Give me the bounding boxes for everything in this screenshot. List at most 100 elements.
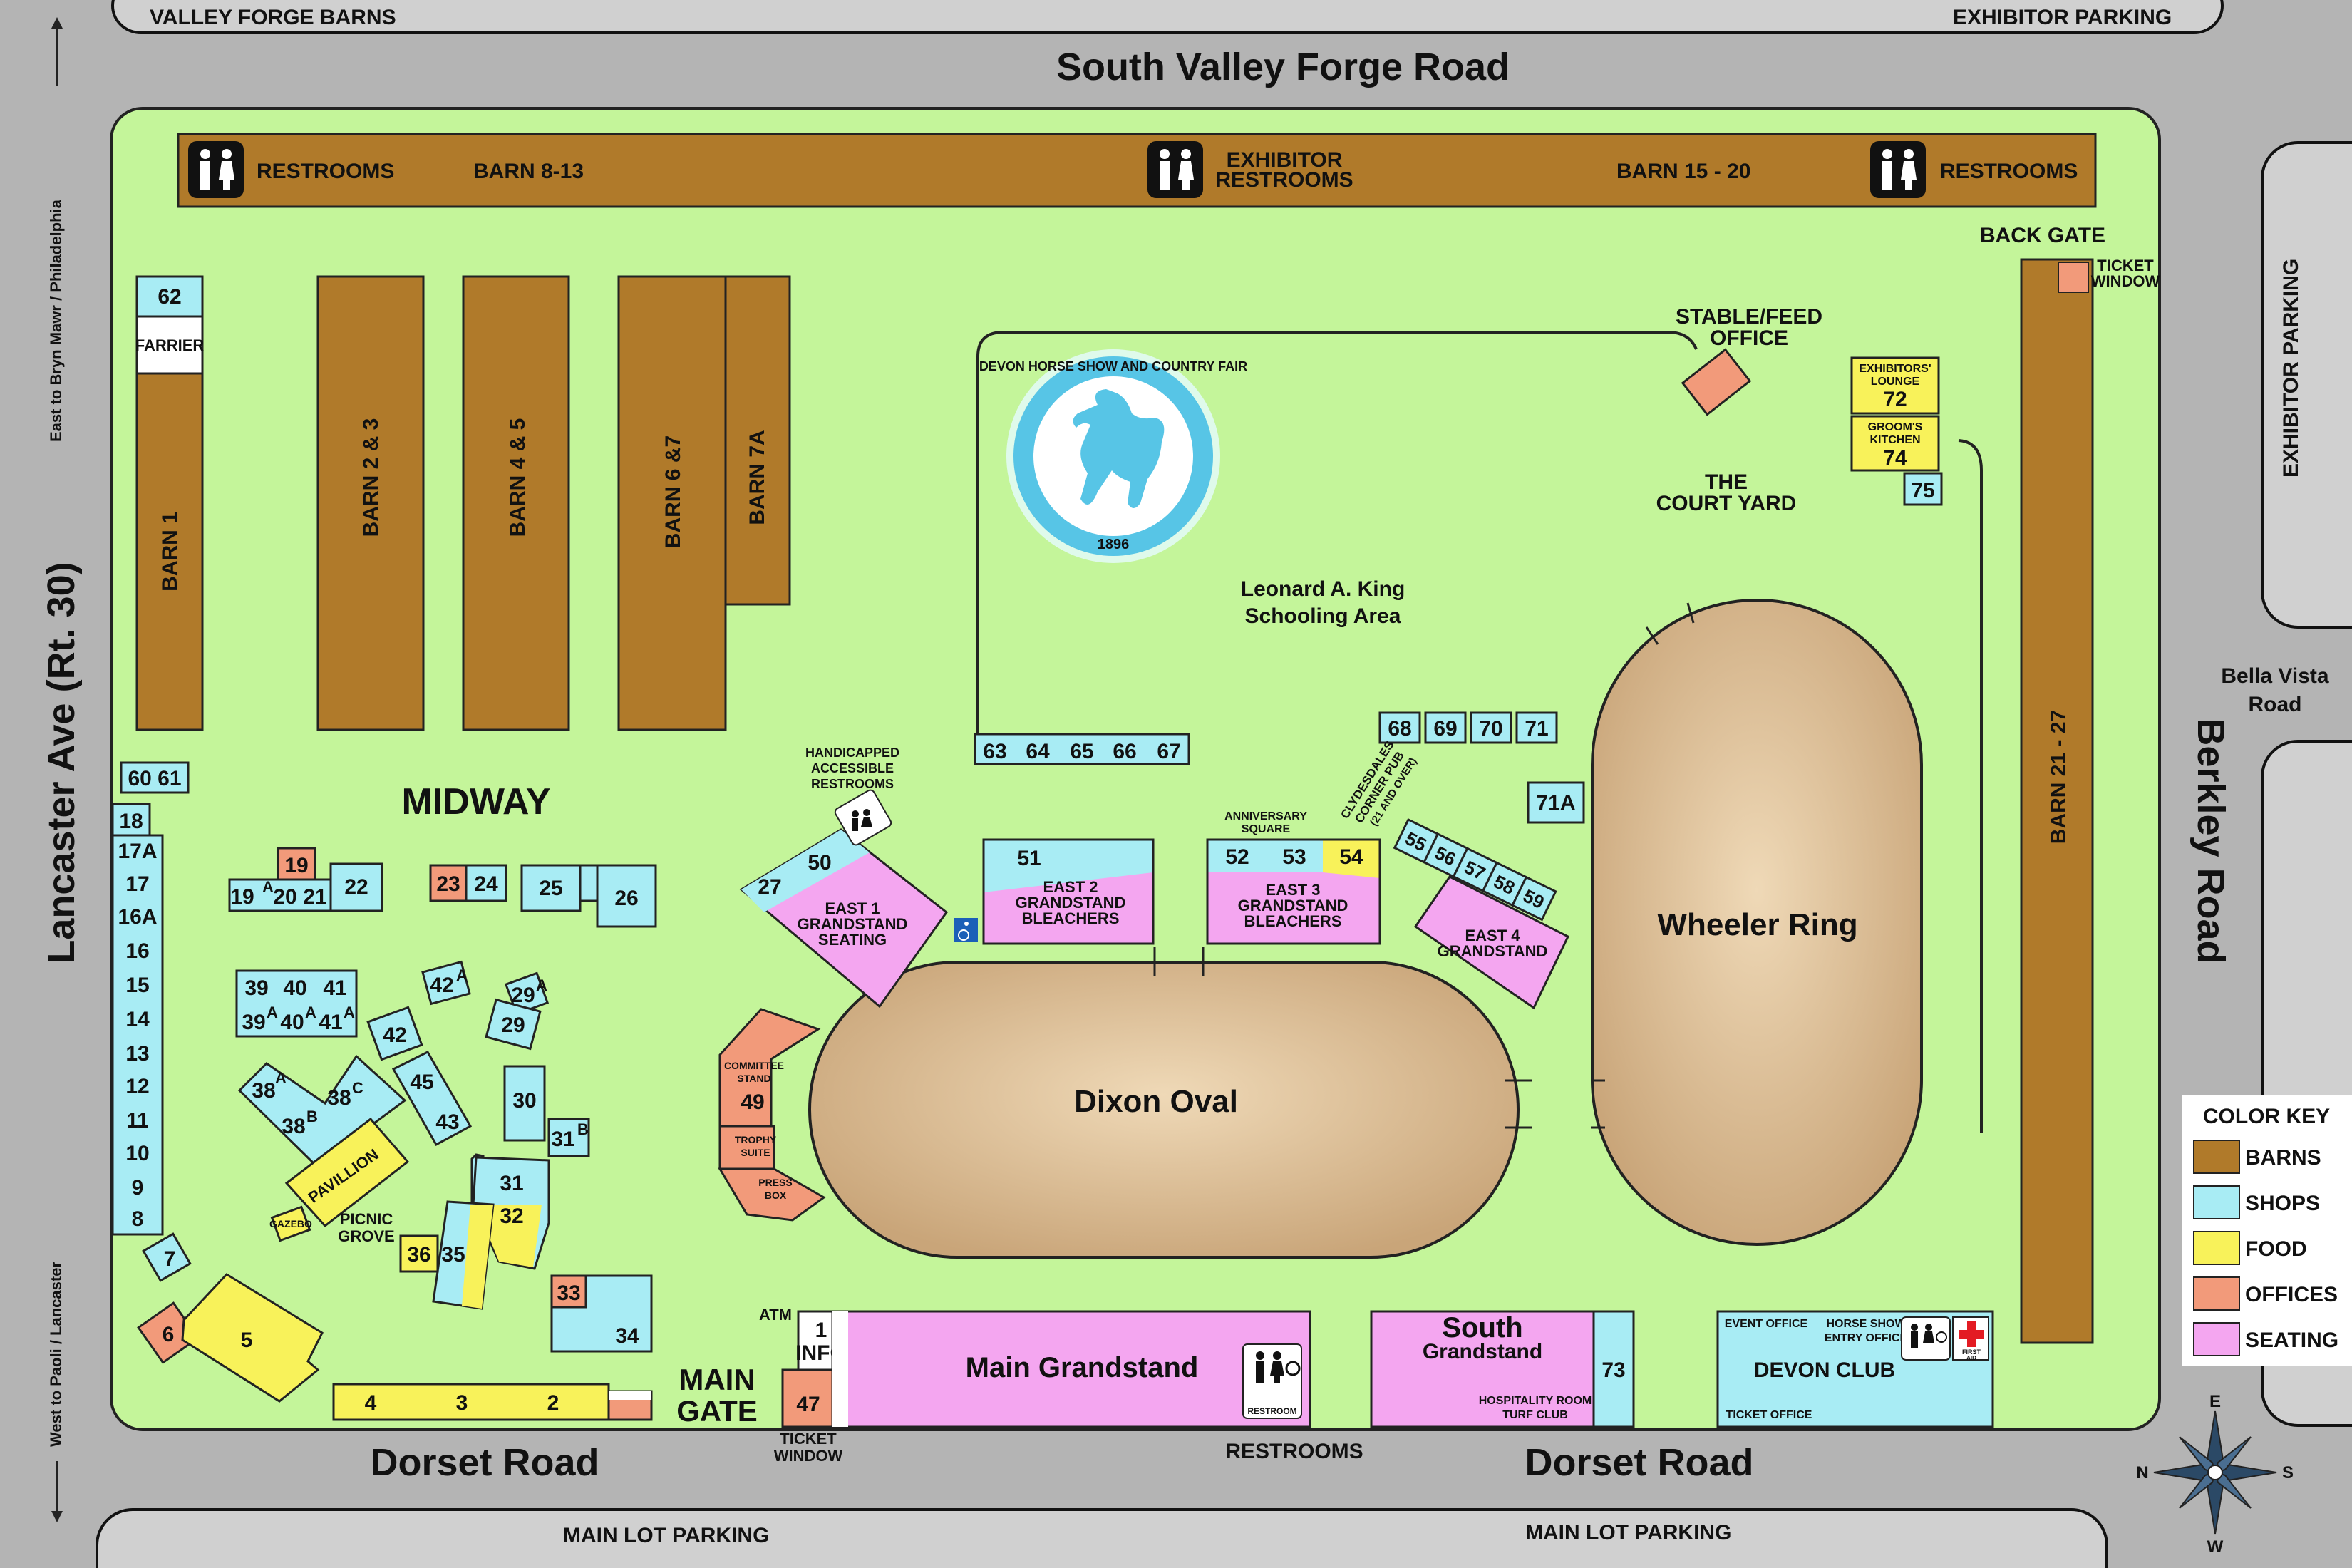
barn-7a[interactable]: [724, 275, 791, 606]
trophy-suite[interactable]: [718, 1125, 775, 1170]
dixon-oval-label: Dixon Oval: [1074, 1084, 1238, 1119]
barn-1[interactable]: [135, 372, 204, 731]
shop-42a[interactable]: [421, 960, 471, 1006]
ticket-window-back[interactable]: [2058, 262, 2089, 293]
office-23[interactable]: [429, 864, 468, 902]
shop-71[interactable]: [1515, 711, 1558, 744]
food-36[interactable]: [399, 1234, 439, 1273]
shop-62[interactable]: [135, 275, 204, 318]
shop-18[interactable]: [111, 803, 151, 837]
shop-40-label: 40: [283, 976, 306, 1000]
devon-horse-show-logo: DEVON HORSE SHOW AND COUNTRY FAIR 1896: [979, 349, 1247, 563]
shop-30[interactable]: [503, 1065, 546, 1142]
shop-14-label: 14: [125, 1008, 150, 1031]
shop-31b[interactable]: [547, 1118, 590, 1157]
shop-71a[interactable]: [1527, 781, 1585, 824]
restroom-icon-left[interactable]: [188, 141, 244, 198]
shop-19a-21[interactable]: [228, 878, 332, 912]
east-2-line1: EAST 2: [1043, 878, 1098, 896]
shop-27-label: 27: [758, 875, 781, 899]
main-grandstand-white: [832, 1311, 848, 1427]
shop-45[interactable]: [391, 1051, 473, 1147]
barn-2-3[interactable]: [316, 275, 425, 731]
shop-75[interactable]: [1903, 472, 1943, 506]
shop-42[interactable]: [366, 1006, 423, 1061]
shop-41a-sup: A: [344, 1004, 355, 1021]
parking-lot-bottom[interactable]: [96, 1508, 2108, 1568]
food-36-label: 36: [407, 1243, 430, 1267]
dixon-oval[interactable]: [808, 961, 1520, 1259]
shop-60-61[interactable]: [120, 761, 190, 794]
office-near-gate-top: [609, 1391, 651, 1400]
shop-68[interactable]: [1378, 711, 1421, 744]
barn-4-5[interactable]: [462, 275, 570, 731]
shop-43-label: 43: [435, 1110, 459, 1134]
exhibitors-lounge[interactable]: [1850, 356, 1940, 415]
shop-16-label: 16: [125, 939, 149, 963]
shop-68-label: 68: [1388, 717, 1411, 741]
food-32-label: 32: [500, 1205, 523, 1228]
shop-70[interactable]: [1470, 711, 1512, 744]
pavillion[interactable]: [284, 1117, 410, 1228]
shop-29[interactable]: [485, 998, 542, 1051]
stable-feed-office-line1: STABLE/FEED: [1676, 305, 1822, 329]
east-3-line2: GRANDSTAND: [1238, 897, 1348, 914]
hospitality-line1: HOSPITALITY ROOM: [1479, 1395, 1592, 1407]
food-54[interactable]: [1323, 840, 1380, 878]
restroom-icon-center[interactable]: [1147, 141, 1203, 198]
shop-26[interactable]: [596, 864, 657, 928]
east-4-grandstand[interactable]: [1413, 875, 1569, 1010]
grooms-kitchen[interactable]: [1850, 415, 1940, 472]
shops-63-67[interactable]: [974, 733, 1190, 765]
barn-21-27[interactable]: [2020, 258, 2094, 1344]
first-aid-icon[interactable]: FIRST AID: [1952, 1316, 1989, 1361]
barn-8-20-strip[interactable]: [177, 133, 2097, 208]
shop-69[interactable]: [1424, 711, 1467, 744]
shop-27-50: [741, 830, 870, 912]
handicapped-restroom-icon[interactable]: [834, 788, 893, 846]
shop-column[interactable]: [111, 834, 164, 1236]
press-box[interactable]: [718, 1167, 826, 1222]
shop-59[interactable]: [1511, 875, 1557, 922]
trophy-suite-line2: SUITE: [741, 1147, 770, 1158]
color-key-swatch-food: [2193, 1231, 2240, 1265]
south-grandstand[interactable]: [1370, 1310, 1595, 1428]
shop-25-label: 25: [539, 877, 562, 900]
grooms-kitchen-line1: GROOM'S: [1868, 421, 1923, 433]
shop-26-annex[interactable]: [579, 864, 599, 902]
color-key-title: COLOR KEY: [2203, 1105, 2330, 1128]
shop-17-label: 17: [125, 872, 149, 896]
horse-show-entry-line1: HORSE SHOW: [1826, 1318, 1906, 1330]
shop-7[interactable]: [142, 1232, 192, 1282]
restroom-icon-devon[interactable]: [1901, 1316, 1951, 1361]
gazebo[interactable]: [270, 1205, 311, 1242]
parking-lot-right-top[interactable]: [2261, 141, 2352, 629]
ticket-office-label: TICKET OFFICE: [1726, 1409, 1812, 1421]
shop-10-label: 10: [125, 1142, 149, 1165]
event-office-label: EVENT OFFICE: [1725, 1318, 1808, 1330]
stable-feed-office[interactable]: [1681, 348, 1752, 416]
barn-6-7-label: BARN 6 &7: [661, 435, 685, 548]
shop-24[interactable]: [465, 864, 507, 902]
barn-6-7[interactable]: [617, 275, 727, 731]
barn-1-label: BARN 1: [158, 512, 182, 592]
shop-22[interactable]: [329, 862, 383, 912]
restroom-icon-grandstand[interactable]: RESTROOM: [1242, 1343, 1302, 1419]
shop-41a-label: 41: [319, 1011, 342, 1034]
parking-lot-top[interactable]: [111, 0, 2224, 34]
shop-66-label: 66: [1113, 740, 1136, 763]
shop-73[interactable]: [1592, 1310, 1635, 1428]
wheeler-ring[interactable]: [1591, 599, 1923, 1246]
shop-39-41[interactable]: [235, 969, 358, 1038]
restroom-icon-right[interactable]: [1870, 141, 1926, 198]
accessible-icon: [954, 918, 978, 942]
shop-38c-sup: C: [352, 1079, 363, 1097]
ticket-window-top-line1: TICKET: [2097, 257, 2154, 274]
main-grandstand[interactable]: [831, 1310, 1311, 1428]
farrier[interactable]: [135, 315, 204, 375]
court-yard-line2: COURT YARD: [1656, 492, 1797, 515]
food-5[interactable]: [181, 1273, 324, 1403]
food-2-label: 2: [547, 1391, 559, 1415]
shop-42a-label: 42: [430, 974, 453, 997]
